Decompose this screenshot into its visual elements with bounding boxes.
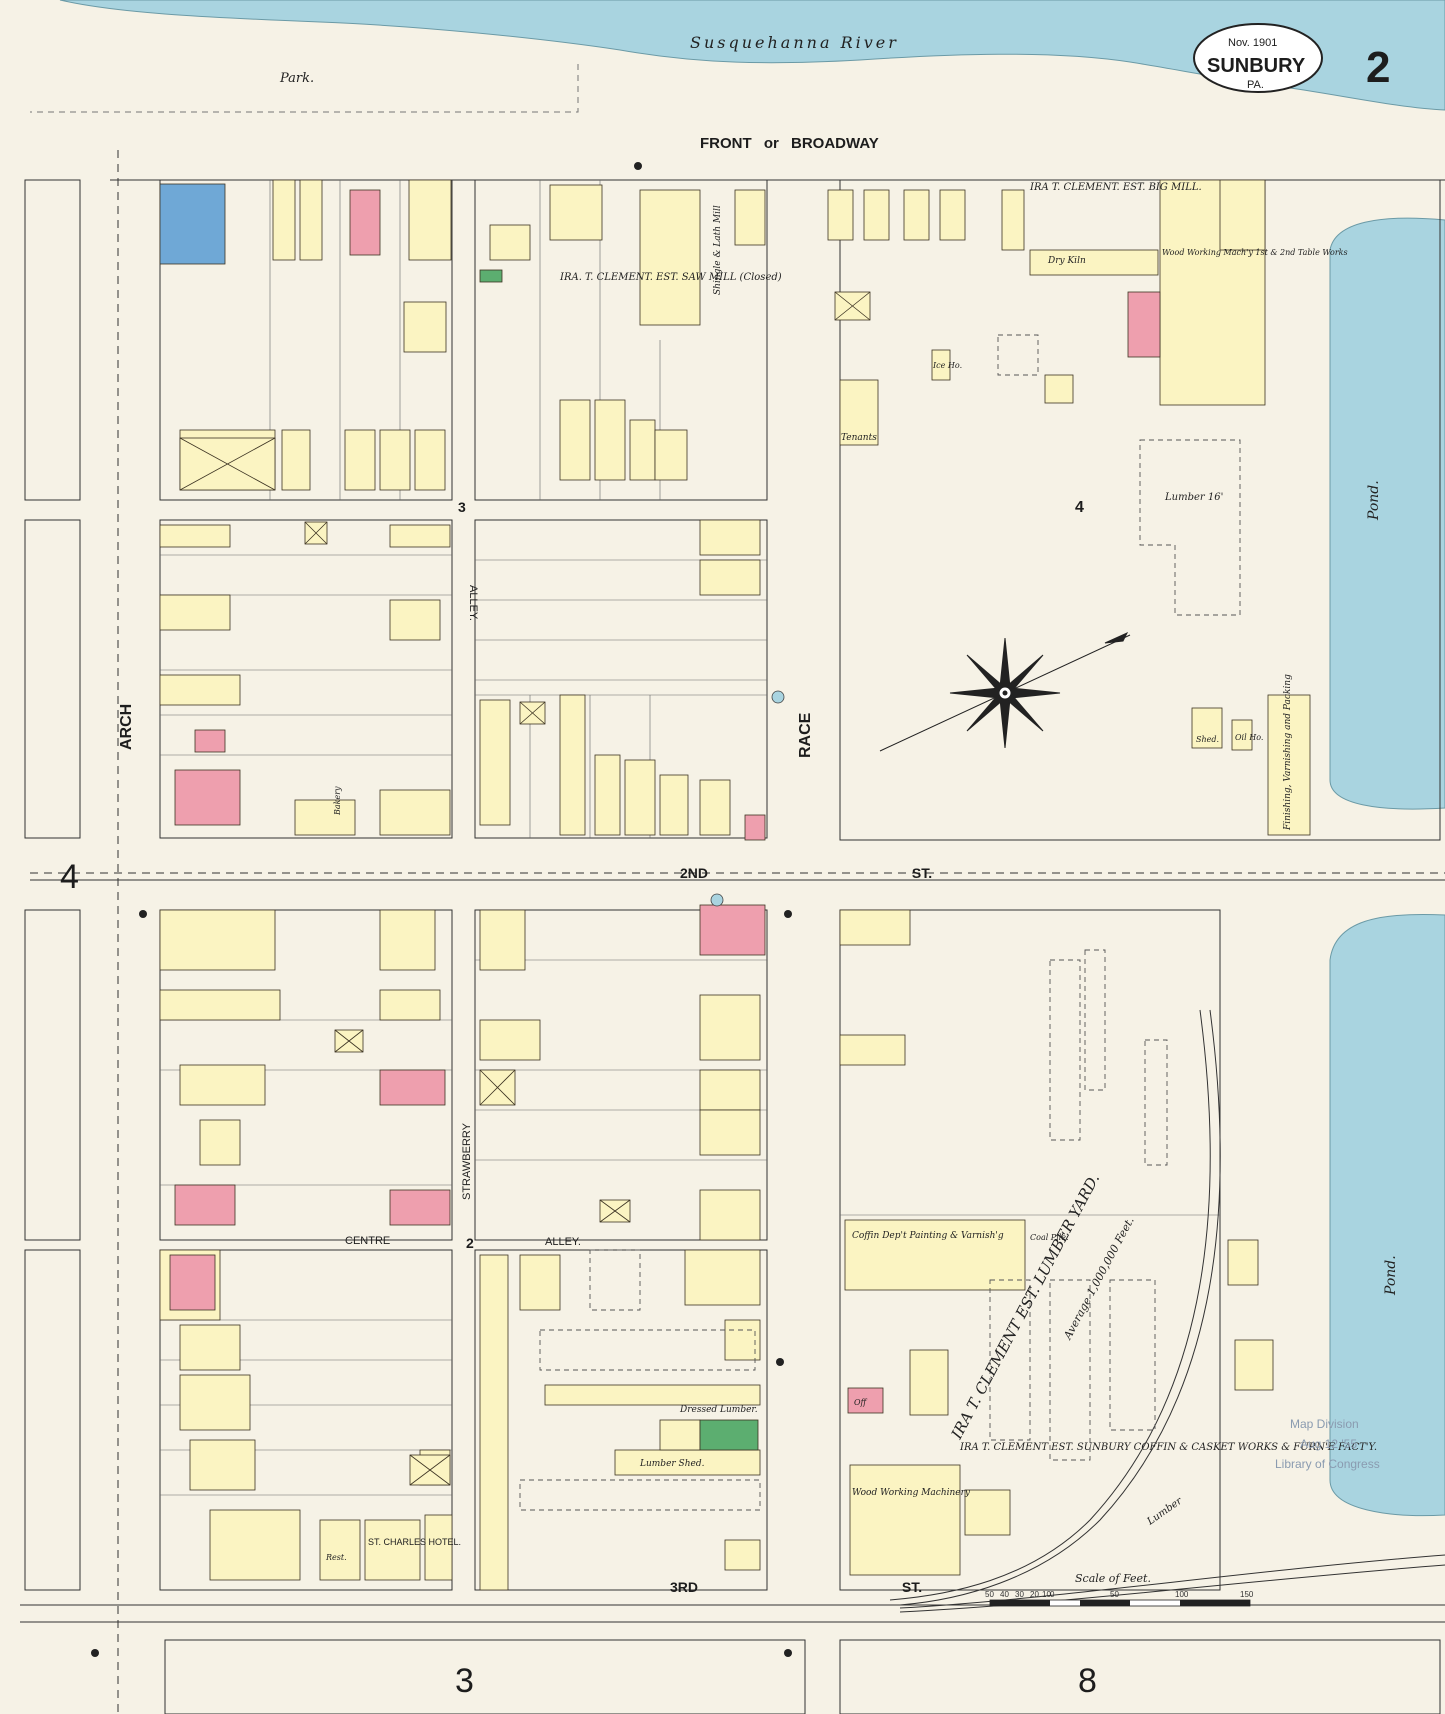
street-race: RACE [797, 712, 814, 758]
tenants-label: Tenants [841, 433, 877, 443]
street-centre: CENTRE [345, 1235, 390, 1247]
scale-tick: 10 [1042, 1590, 1051, 1599]
park-label: Park. [279, 71, 314, 86]
coffin-dept-label: Coffin Dep't Painting & Varnish'g [852, 1231, 1004, 1241]
scale-tick: 50 [985, 1590, 994, 1599]
lumber-label: Lumber [1145, 1495, 1186, 1528]
state-name: PA. [1247, 79, 1264, 91]
block-number: 4 [1075, 499, 1084, 516]
pond-lower [1329, 913, 1445, 1517]
office-label: Off [854, 1398, 868, 1407]
big-mill-label: IRA T. CLEMENT. EST. BIG MILL. [1029, 182, 1202, 193]
shed-label: Shed. [1196, 735, 1219, 744]
block-number: 2 [466, 1235, 474, 1251]
scale-tick: 50 [1110, 1590, 1119, 1599]
coal-pile-label: Coal Pile. [1030, 1233, 1069, 1242]
shingle-lath-label: Shingle & Lath Mill [713, 205, 723, 295]
lumber-shed-label: Lumber Shed. [639, 1459, 705, 1469]
oil-house-label: Oil Ho. [1235, 733, 1263, 742]
block-number: 3 [458, 499, 466, 515]
coffin-works-label: IRA T. CLEMENT EST. SUNBURY COFFIN & CAS… [959, 1442, 1377, 1453]
street-strawberry: STRAWBERRY [461, 1122, 473, 1200]
street-front: FRONT or BROADWAY [700, 135, 879, 152]
scale-tick: 40 [1000, 1590, 1009, 1599]
pond-label-lower: Pond. [1383, 1255, 1399, 1296]
scale-tick: 150 [1240, 1590, 1254, 1599]
compass-rose [879, 631, 1131, 752]
map-date: Nov. 1901 [1228, 37, 1277, 49]
town-label-frame [1193, 23, 1323, 93]
scale-title: Scale of Feet. [1075, 1572, 1151, 1585]
scale-tick: 20 [1030, 1590, 1039, 1599]
town-name: SUNBURY [1207, 55, 1306, 77]
scale-tick: 0 [1050, 1590, 1055, 1599]
street-third: 3RD ST. [670, 1579, 922, 1595]
ward-number: 4 [60, 858, 79, 896]
river-label: Susquehanna River [690, 33, 899, 52]
green-shed [479, 269, 503, 283]
park-boundary [30, 64, 579, 113]
lumber-16-label: Lumber 16' [1164, 492, 1223, 503]
library-stamp-line: Map Division [1290, 1417, 1359, 1431]
bakery-label: Bakery [333, 786, 342, 816]
green-building [699, 1419, 759, 1451]
street-arch: ARCH [118, 704, 135, 750]
saw-mill-label: IRA. T. CLEMENT. EST. SAW MILL (Closed) [559, 272, 782, 283]
sheet-number: 2 [1366, 43, 1390, 92]
alley-label: ALLEY. [467, 585, 479, 621]
finishing-label: Finishing, Varnishing and Packing [1283, 674, 1293, 831]
rest-label: Rest. [325, 1553, 347, 1562]
st-charles-hotel-label: ST. CHARLES HOTEL. [368, 1537, 461, 1547]
pond-upper [1329, 217, 1445, 810]
scale-tick: 30 [1015, 1590, 1024, 1599]
wood-machinery-label: Wood Working Machinery [852, 1488, 971, 1498]
dry-kiln-label: Dry Kiln [1047, 256, 1086, 266]
scale-tick: 100 [1175, 1590, 1189, 1599]
dressed-lumber-label: Dressed Lumber. [679, 1405, 758, 1415]
ice-house-label: Ice Ho. [932, 361, 962, 370]
stone-building [159, 183, 226, 265]
library-stamp-line: Library of Congress [1275, 1457, 1380, 1471]
street-second: 2ND ST. [680, 865, 932, 881]
library-stamp-line: Aug 12 '55 [1300, 1437, 1357, 1451]
ward-number: 3 [455, 1662, 474, 1700]
centre-alley: ALLEY. [545, 1236, 581, 1248]
ward-number: 8 [1078, 1662, 1097, 1700]
scale-bar [989, 1599, 1251, 1607]
pond-label-upper: Pond. [1366, 480, 1382, 521]
wood-working-label: Wood Working Mach'y 1st & 2nd Table Work… [1162, 248, 1348, 257]
